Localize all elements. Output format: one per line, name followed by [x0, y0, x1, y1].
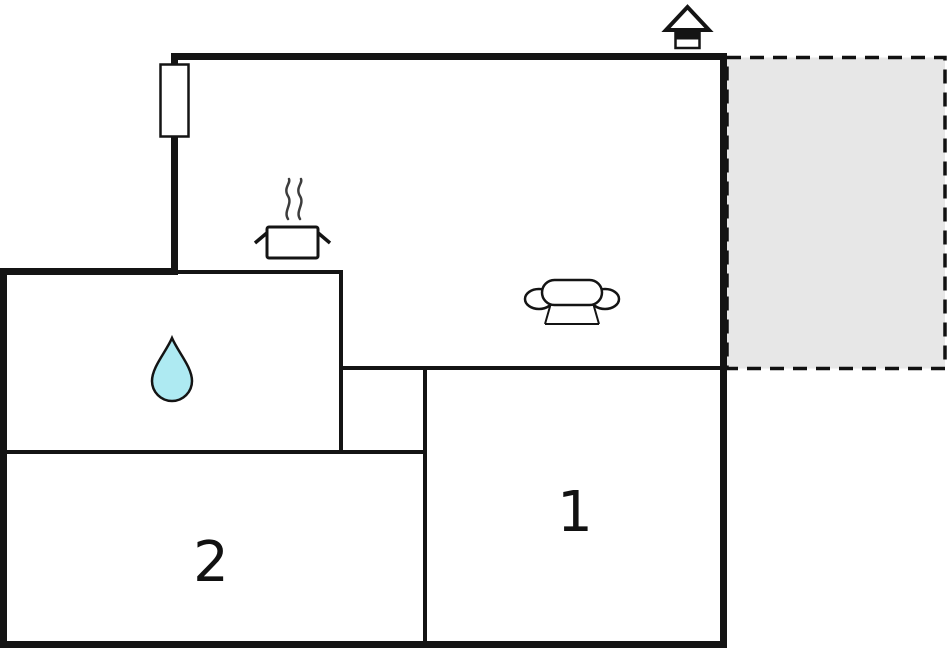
steam-line-left: [285, 177, 291, 221]
wall-room2-top: [0, 450, 427, 454]
wall-room1-left: [423, 366, 427, 641]
window-symbol: [159, 63, 190, 138]
wall-notch-vertical: [171, 53, 178, 275]
room-1-label: 1: [557, 480, 593, 545]
wall-left: [0, 268, 7, 648]
wall-notch-horizontal: [0, 268, 178, 275]
house-icon-band: [675, 30, 700, 40]
pot-body: [265, 225, 320, 260]
walls: [0, 53, 727, 648]
pot-with-steam-icon: [253, 177, 332, 260]
water-drop-icon: [150, 334, 194, 403]
sofa-back: [540, 278, 604, 307]
wall-top: [171, 53, 727, 60]
house-icon-roof: [661, 4, 714, 32]
house-icon: [661, 4, 714, 50]
wall-right: [720, 53, 727, 648]
wall-living-bottom: [339, 366, 727, 370]
wall-bottom: [0, 641, 727, 648]
room-2-label: 2: [193, 530, 229, 595]
terrace-area: [725, 55, 947, 371]
wall-bathroom-top: [178, 270, 343, 274]
terrace: [725, 55, 947, 371]
wall-bathroom-right: [339, 270, 343, 454]
steam-line-right: [297, 177, 303, 221]
sofa-icon: [523, 278, 621, 325]
